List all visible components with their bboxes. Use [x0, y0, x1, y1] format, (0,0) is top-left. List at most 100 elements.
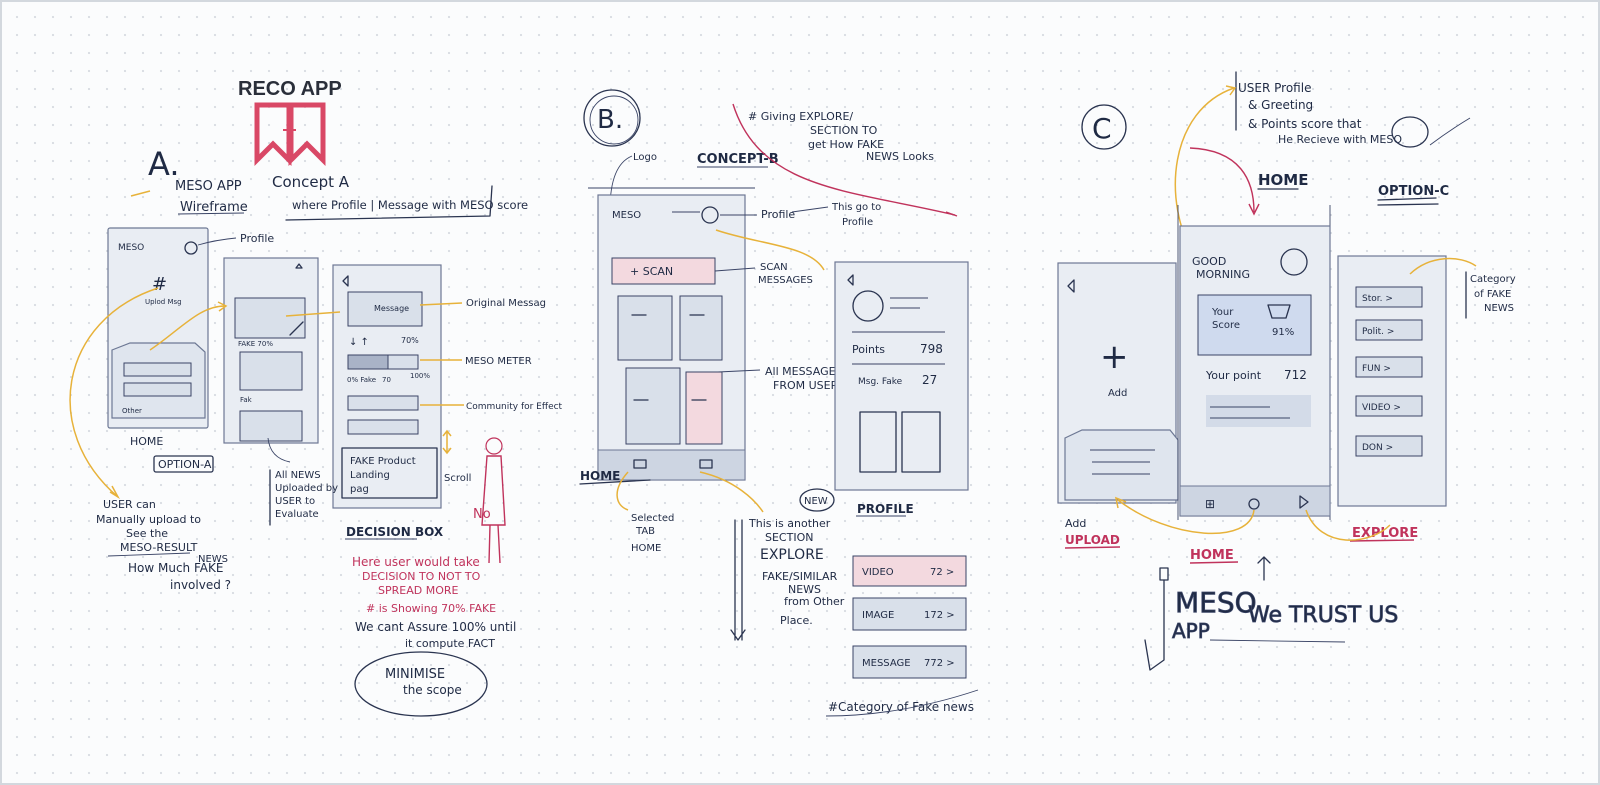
showing-note: # is Showing 70% FAKE — [366, 602, 496, 615]
compute-note: it compute FACT — [405, 637, 495, 650]
explore-list-item-message[interactable]: MESSAGE 772 > — [852, 645, 967, 679]
scan-button[interactable] — [611, 257, 716, 285]
user-note-4: MESO-RESULT — [120, 541, 198, 554]
another-3: EXPLORE — [760, 547, 824, 563]
community-note: Community for Effect — [466, 402, 563, 412]
concept-c-home-title: HOME — [1258, 171, 1308, 189]
explore-list-item-image[interactable]: IMAGE 172 > — [852, 597, 967, 631]
category-item[interactable]: Polit. > — [1355, 319, 1423, 341]
decision-note-3: SPREAD MORE — [378, 584, 458, 597]
points-label: Points — [852, 343, 885, 356]
svg-text:↓ ↑: ↓ ↑ — [349, 337, 369, 348]
scan-note-1: SCAN — [760, 262, 788, 273]
another-4: FAKE/SIMILAR — [762, 570, 838, 583]
svg-text:0% Fake: 0% Fake — [347, 376, 376, 384]
concept-c-home-wireframe — [1179, 225, 1331, 517]
all-news-line1: All NEWS — [275, 470, 321, 481]
category-item[interactable]: VIDEO > — [1355, 395, 1423, 417]
assure-note: We cant Assure 100% until — [355, 620, 516, 634]
user-profile-3: & Points score that — [1248, 117, 1362, 131]
explore-list-value: 172 > — [924, 610, 955, 621]
explore-list-item-video[interactable]: VIDEO 72 > — [852, 555, 967, 587]
svg-text:MESO: MESO — [118, 243, 144, 253]
your-point-label: Your point — [1205, 369, 1262, 382]
meso-logo-line1: MESO — [1175, 586, 1257, 619]
fake-product-line3: pag — [350, 484, 369, 495]
category-note-c-1: Category — [1470, 274, 1516, 285]
user-note-7: involved ? — [170, 578, 231, 592]
home-tab-label: HOME — [1190, 548, 1234, 563]
goes-note-2: Profile — [842, 217, 873, 228]
concept-b-title: CONCEPT-B — [697, 152, 779, 167]
concept-c-label: C — [1092, 112, 1112, 145]
user-note-2: Manually upload to — [96, 513, 201, 526]
scroll-note: Scroll — [444, 473, 471, 484]
user-note-3: See the — [126, 527, 168, 540]
concept-b-label: B. — [597, 105, 623, 135]
svg-text:FUN >: FUN > — [1362, 364, 1391, 374]
category-item[interactable]: Stor. > — [1355, 286, 1423, 308]
home-tab-icon[interactable]: ⊞ — [1205, 497, 1215, 511]
add-tab-icon[interactable] — [1248, 498, 1260, 510]
tagline: We TRUST US — [1248, 603, 1398, 628]
decision-note-1: Here user would take — [352, 555, 480, 569]
your-score-2: Score — [1212, 320, 1240, 331]
selected-tab-1: Selected — [631, 513, 674, 524]
msg-fake-label: Msg. Fake — [858, 377, 903, 387]
svg-text:70: 70 — [382, 376, 391, 384]
concept-a-home-label: HOME — [130, 435, 163, 448]
another-7: Place. — [780, 614, 813, 627]
decision-note-2: DECISION TO NOT TO — [362, 570, 481, 583]
all-news-line4: Evaluate — [275, 509, 319, 520]
user-profile-2: & Greeting — [1248, 98, 1313, 112]
selected-tab-2: TAB — [635, 526, 655, 537]
score-card — [1197, 294, 1312, 356]
svg-text:Uplod Msg: Uplod Msg — [145, 298, 182, 306]
another-1: This is another — [748, 517, 831, 530]
another-5: NEWS — [788, 583, 821, 596]
explore-list-label: MESSAGE — [862, 658, 911, 669]
concept-a-title: Concept A — [272, 173, 350, 191]
concept-a-subtitle: MESO APP — [175, 179, 242, 194]
user-profile-1: USER Profile — [1238, 81, 1311, 95]
concept-b-meso: MESO — [612, 210, 641, 221]
user-note-5: How Much FAKE — [128, 561, 223, 575]
add-label: Add — [1108, 388, 1127, 399]
upload-1: Add — [1065, 517, 1086, 530]
svg-text:No: No — [473, 507, 491, 522]
meso-logo-line2: APP — [1172, 619, 1210, 643]
concept-b-circle — [583, 89, 641, 147]
explore-note-4: NEWS Looks — [866, 150, 934, 163]
scan-label: + SCAN — [630, 265, 673, 278]
add-plus-icon: + — [1100, 337, 1129, 377]
board-title: RECO APP — [238, 78, 342, 100]
profile-avatar-icon — [701, 206, 719, 224]
svg-text:FAKE 70%: FAKE 70% — [238, 340, 273, 348]
svg-text:Other: Other — [122, 407, 142, 415]
category-note-b: #Category of Fake news — [828, 700, 974, 714]
decision-box-label: DECISION BOX — [346, 525, 444, 539]
user-profile-4: He Recieve with MESO — [1278, 133, 1402, 146]
category-item[interactable]: DON > — [1355, 435, 1423, 457]
profile-note-b: Profile — [761, 208, 795, 221]
category-note-c-3: NEWS — [1484, 303, 1514, 314]
concept-a-label: A. — [148, 145, 180, 183]
explore-tab-icon[interactable] — [1299, 495, 1309, 509]
another-6: from Other — [784, 595, 845, 608]
profile-note: Profile — [240, 232, 274, 245]
message-label: Message — [374, 304, 409, 313]
goes-note-1: This go to — [831, 202, 881, 213]
all-messages-1: All MESSAGES — [765, 365, 843, 378]
percent-label: 70% — [401, 336, 419, 345]
explore-list-label: IMAGE — [862, 610, 894, 621]
minimise-line1: MINIMISE — [385, 667, 445, 682]
concept-b-home-label: HOME — [580, 469, 620, 483]
category-item[interactable]: FUN > — [1355, 356, 1423, 378]
your-score-1: Your — [1211, 307, 1234, 318]
points-value: 798 — [920, 342, 943, 356]
new-badge: NEW — [804, 496, 828, 507]
svg-text:#: # — [152, 274, 167, 295]
svg-text:Polit. >: Polit. > — [1362, 327, 1394, 337]
